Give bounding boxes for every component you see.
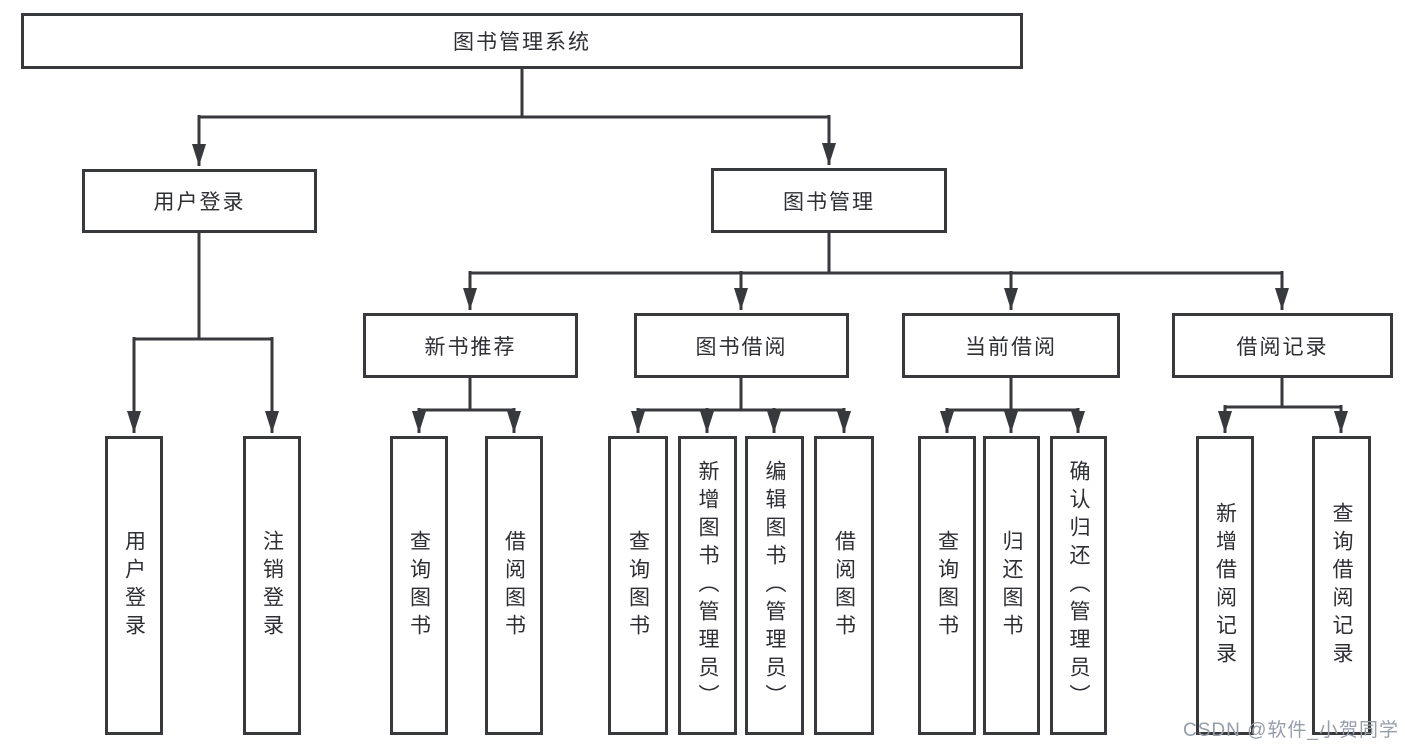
node-root: 图书管理系统 — [21, 13, 1023, 69]
node-borrowing-records-label: 借阅记录 — [1236, 335, 1329, 359]
node-book-borrowing: 图书借阅 — [634, 313, 849, 378]
node-current-borrowing-label: 当前借阅 — [965, 335, 1057, 359]
node-cb-query-book: 查询图书 — [918, 436, 976, 735]
node-rec-borrow-book-label: 借阅图书 — [502, 529, 526, 642]
node-user-login-label: 用户登录 — [153, 191, 246, 214]
node-cb-confirm-return-label: 确认归还（管理员） — [1067, 459, 1091, 712]
node-bb-borrow-book-label: 借阅图书 — [832, 529, 856, 642]
node-book-management-label: 图书管理 — [783, 190, 875, 214]
node-login-label: 用户登录 — [122, 529, 146, 642]
node-logout-label: 注销登录 — [260, 529, 284, 642]
node-bb-edit-book: 编辑图书（管理员） — [745, 436, 804, 735]
node-book-borrowing-label: 图书借阅 — [695, 335, 788, 359]
csdn-watermark: CSDN @软件_小贺同学 — [1183, 720, 1399, 741]
node-login: 用户登录 — [105, 436, 163, 735]
node-new-book-recommend-label: 新书推荐 — [424, 335, 517, 359]
node-book-management: 图书管理 — [711, 168, 947, 233]
node-bb-query-book-label: 查询图书 — [626, 529, 650, 642]
node-cb-return-book-label: 归还图书 — [1000, 529, 1024, 642]
node-user-login: 用户登录 — [82, 169, 317, 233]
node-bb-borrow-book: 借阅图书 — [814, 436, 874, 735]
node-bb-add-book-label: 新增图书（管理员） — [696, 459, 720, 712]
node-current-borrowing: 当前借阅 — [902, 313, 1120, 378]
node-bb-edit-book-label: 编辑图书（管理员） — [763, 459, 787, 712]
node-cb-return-book: 归还图书 — [983, 436, 1040, 735]
node-br-add-record-label: 新增借阅记录 — [1213, 501, 1237, 670]
node-rec-query-book: 查询图书 — [390, 436, 448, 735]
node-cb-query-book-label: 查询图书 — [935, 529, 959, 642]
node-br-add-record: 新增借阅记录 — [1196, 436, 1254, 735]
node-cb-confirm-return: 确认归还（管理员） — [1050, 436, 1107, 735]
node-bb-add-book: 新增图书（管理员） — [678, 436, 737, 735]
node-root-label: 图书管理系统 — [453, 31, 591, 54]
node-br-query-record: 查询借阅记录 — [1312, 436, 1371, 735]
node-new-book-recommend: 新书推荐 — [363, 313, 578, 378]
node-rec-borrow-book: 借阅图书 — [485, 436, 543, 735]
node-logout: 注销登录 — [243, 436, 301, 735]
node-br-query-record-label: 查询借阅记录 — [1330, 501, 1354, 670]
node-rec-query-book-label: 查询图书 — [407, 529, 431, 642]
node-bb-query-book: 查询图书 — [608, 436, 668, 735]
node-borrowing-records: 借阅记录 — [1172, 313, 1393, 378]
